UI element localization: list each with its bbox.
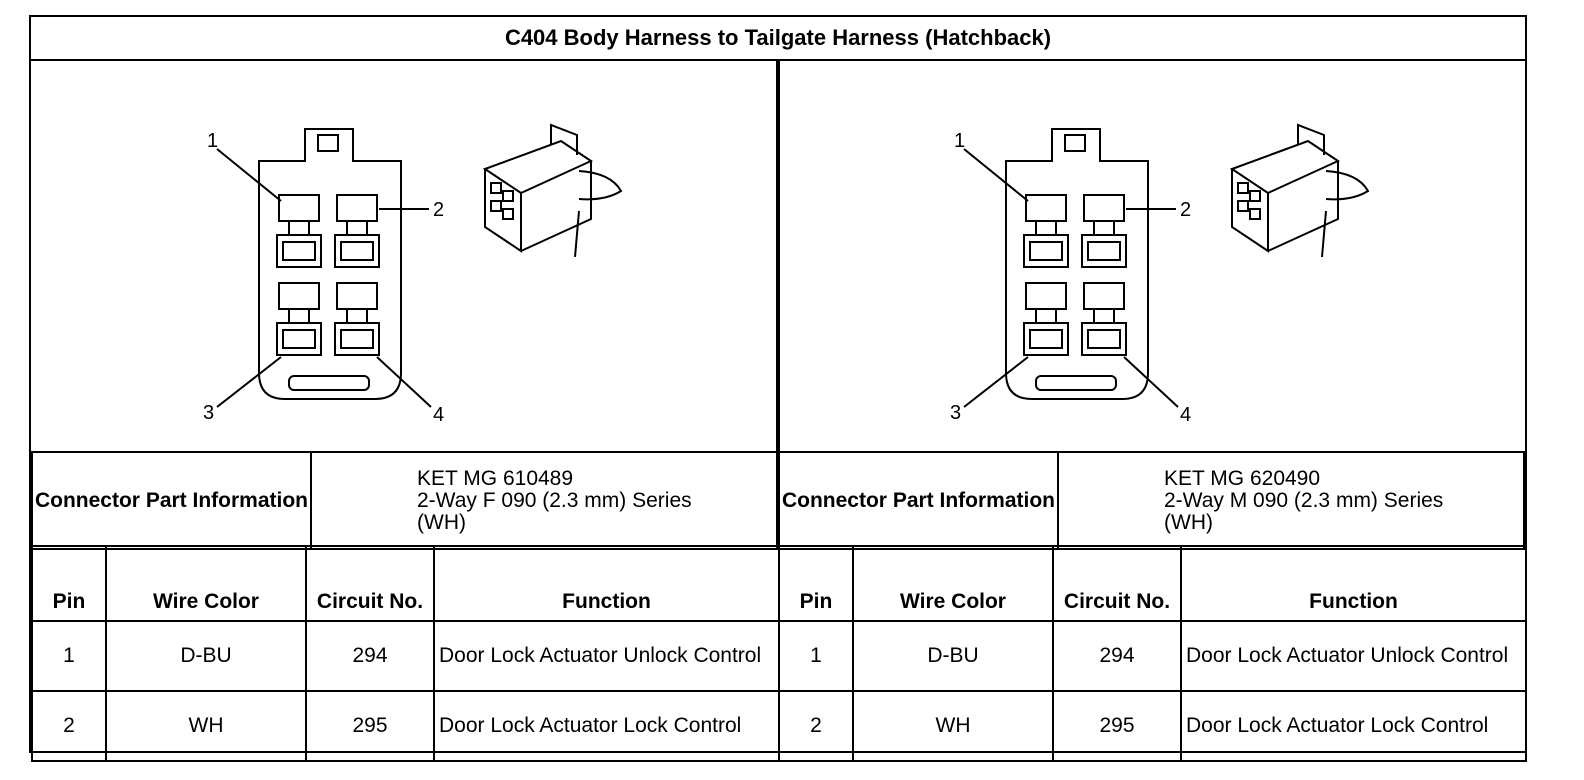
connector-face-svg: 1 2 3 4 <box>950 123 1370 426</box>
connector-latch <box>317 134 339 152</box>
pin-cell: 2 <box>778 690 854 762</box>
connector-key-slot <box>288 375 370 391</box>
wire-color-cell: WH <box>105 690 307 762</box>
pin-cell: 2 <box>31 690 107 762</box>
pin-cell: 1 <box>31 620 107 692</box>
wire-color-cell: WH <box>852 690 1054 762</box>
leader-1 <box>216 148 282 202</box>
circuit-cell: 294 <box>305 620 435 692</box>
connector-part-info: KET MG 610489 2-Way F 090 (2.3 mm) Serie… <box>310 451 778 550</box>
connector-perspective-sketch <box>1229 123 1370 258</box>
connector-face-svg: 1 2 3 4 <box>203 123 623 426</box>
header-wire-color: Wire Color <box>105 545 307 622</box>
table-row: 1 D-BU 294 Door Lock Actuator Unlock Con… <box>778 620 1527 692</box>
callout-label-1: 1 <box>207 130 218 152</box>
table-row: 2 WH 295 Door Lock Actuator Lock Control <box>31 690 780 762</box>
terminal-3 <box>276 282 322 356</box>
header-function: Function <box>1180 545 1527 622</box>
part-series: 2-Way F 090 (2.3 mm) Series <box>417 488 692 512</box>
pin-cell: 1 <box>778 620 854 692</box>
header-circuit-no: Circuit No. <box>305 545 435 622</box>
table-row: 1 D-BU 294 Door Lock Actuator Unlock Con… <box>31 620 780 692</box>
leader-4 <box>1123 356 1179 408</box>
part-number: KET MG 610489 <box>417 466 574 490</box>
function-cell: Door Lock Actuator Unlock Control <box>1180 620 1527 692</box>
terminal-1 <box>276 194 322 268</box>
circuit-cell: 295 <box>305 690 435 762</box>
connector-latch <box>1064 134 1086 152</box>
pinout-header-row: Pin Wire Color Circuit No. Function <box>778 545 1527 622</box>
wire-color-cell: D-BU <box>105 620 307 692</box>
header-circuit-no: Circuit No. <box>1052 545 1182 622</box>
connector-info-label: Connector Part Information <box>778 451 1059 550</box>
table-row: 2 WH 295 Door Lock Actuator Lock Control <box>778 690 1527 762</box>
panel-divider <box>776 61 780 451</box>
header-function: Function <box>433 545 780 622</box>
sheet-title: C404 Body Harness to Tailgate Harness (H… <box>31 17 1525 61</box>
wire-color-cell: D-BU <box>852 620 1054 692</box>
connector-part-info: KET MG 620490 2-Way M 090 (2.3 mm) Serie… <box>1057 451 1525 550</box>
terminal-2 <box>334 194 380 268</box>
connector-key-slot <box>1035 375 1117 391</box>
connector-panel-left: 1 2 3 4 Connector Part Information KET M… <box>31 61 780 762</box>
leader-4 <box>376 356 432 408</box>
connector-drawing-right: 1 2 3 4 <box>778 61 1525 451</box>
function-cell: Door Lock Actuator Lock Control <box>433 690 780 762</box>
connector-info-table: Connector Part Information KET MG 610489… <box>31 451 778 550</box>
leader-3 <box>216 356 282 408</box>
callout-label-4: 4 <box>1180 404 1191 426</box>
callout-label-1: 1 <box>954 130 965 152</box>
pinout-header-row: Pin Wire Color Circuit No. Function <box>31 545 780 622</box>
connector-body-outline <box>1005 128 1149 400</box>
pinout-table: Pin Wire Color Circuit No. Function 1 D-… <box>31 545 780 762</box>
terminal-2 <box>1081 194 1127 268</box>
callout-label-2: 2 <box>433 199 444 221</box>
part-series: 2-Way M 090 (2.3 mm) Series <box>1164 488 1444 512</box>
part-number: KET MG 620490 <box>1164 466 1321 490</box>
header-pin: Pin <box>778 545 854 622</box>
callout-label-3: 3 <box>950 402 961 424</box>
header-pin: Pin <box>31 545 107 622</box>
connector-sheet: C404 Body Harness to Tailgate Harness (H… <box>29 15 1527 762</box>
leader-1 <box>963 148 1029 202</box>
terminal-4 <box>334 282 380 356</box>
connector-body-outline <box>258 128 402 400</box>
circuit-cell: 295 <box>1052 690 1182 762</box>
function-cell: Door Lock Actuator Lock Control <box>1180 690 1527 762</box>
callout-label-2: 2 <box>1180 199 1191 221</box>
callout-label-4: 4 <box>433 404 444 426</box>
connector-perspective-sketch <box>482 123 623 258</box>
pinout-table: Pin Wire Color Circuit No. Function 1 D-… <box>778 545 1527 762</box>
connector-panel-right: 1 2 3 4 Connector Part Information KET M… <box>778 61 1527 762</box>
connector-info-label: Connector Part Information <box>31 451 312 550</box>
connector-drawing-left: 1 2 3 4 <box>31 61 778 451</box>
header-wire-color: Wire Color <box>852 545 1054 622</box>
terminal-3 <box>1023 282 1069 356</box>
callout-label-3: 3 <box>203 402 214 424</box>
circuit-cell: 294 <box>1052 620 1182 692</box>
connector-info-table: Connector Part Information KET MG 620490… <box>778 451 1525 550</box>
terminal-1 <box>1023 194 1069 268</box>
leader-3 <box>963 356 1029 408</box>
function-cell: Door Lock Actuator Unlock Control <box>433 620 780 692</box>
part-color: (WH) <box>1164 510 1213 534</box>
terminal-4 <box>1081 282 1127 356</box>
part-color: (WH) <box>417 510 466 534</box>
